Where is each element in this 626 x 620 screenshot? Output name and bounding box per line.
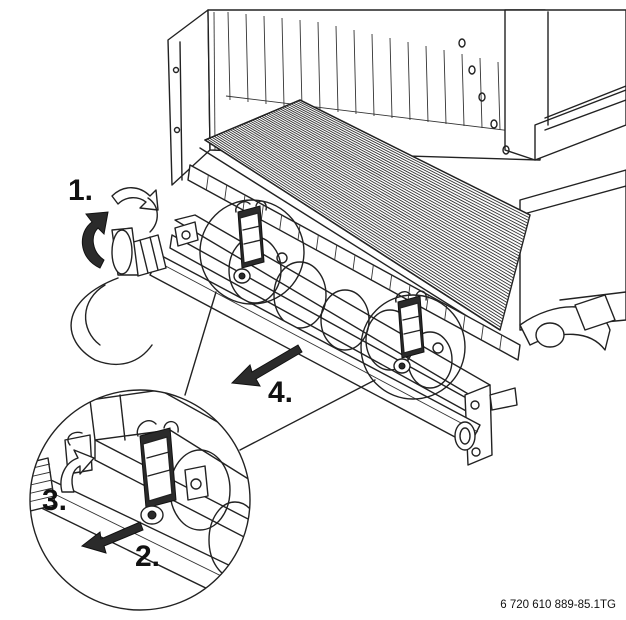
grille-slat xyxy=(263,114,519,260)
grille-slat xyxy=(288,104,527,230)
grille-slat xyxy=(236,126,511,293)
grille-slat xyxy=(272,111,522,249)
grille-slat xyxy=(240,124,512,287)
grille-slat xyxy=(209,137,502,325)
grille-slat xyxy=(211,136,503,323)
grille-slat xyxy=(268,112,521,254)
grille-slat xyxy=(254,118,516,271)
grille-slat xyxy=(222,131,506,309)
detail-highlight-circles xyxy=(184,199,466,451)
grille-slat xyxy=(229,129,509,301)
grille-slat xyxy=(281,107,525,238)
grille-slat xyxy=(265,113,520,257)
grille-slat xyxy=(207,138,501,328)
lip-tick xyxy=(389,274,393,291)
lip-tick xyxy=(224,184,228,201)
grille-slat xyxy=(277,109,524,243)
grille-slat xyxy=(290,103,528,227)
figure-reference-code: 6 720 610 889-85.1TG xyxy=(500,599,616,611)
grille-slat xyxy=(238,125,511,290)
step-4-arrow xyxy=(230,344,303,387)
grille-slat xyxy=(225,131,507,306)
grille-slat xyxy=(256,117,517,268)
retaining-clip-right xyxy=(393,290,444,374)
step-3-label: 3. xyxy=(42,484,67,517)
lip-tick xyxy=(315,234,319,251)
heat-exchanger-grille xyxy=(187,99,531,361)
grille-slat xyxy=(297,100,530,219)
step-1-rotation xyxy=(70,187,159,366)
step-1-label: 1. xyxy=(68,174,93,207)
lip-tick xyxy=(279,214,283,231)
step-4-label: 4. xyxy=(268,376,293,409)
grille-slat xyxy=(293,102,529,224)
lip-tick xyxy=(242,194,246,211)
grille-slat xyxy=(231,128,509,298)
lip-tick xyxy=(260,204,264,221)
gas-pipe xyxy=(111,221,481,451)
cabinet-holes xyxy=(458,38,510,155)
magnified-detail xyxy=(29,389,251,611)
grille-slat xyxy=(270,111,521,251)
lip-tick xyxy=(334,244,338,261)
grille-slat xyxy=(243,123,513,284)
grille-slat xyxy=(286,105,526,232)
grille-slat xyxy=(274,110,523,246)
back-panel-fins xyxy=(213,11,521,151)
grille-slat xyxy=(218,133,505,314)
grille-slat xyxy=(250,120,515,276)
grille-slat xyxy=(261,115,519,262)
grille-slat xyxy=(295,101,529,221)
grille-slat xyxy=(234,127,510,295)
boiler-chamber xyxy=(167,9,626,331)
grille-slat xyxy=(213,135,504,320)
retaining-clip-left xyxy=(233,200,288,284)
grille-slat xyxy=(283,106,526,235)
lip-tick xyxy=(499,334,503,351)
lip-tick xyxy=(297,224,301,241)
lip-tick xyxy=(205,174,209,191)
step-2-label: 2. xyxy=(135,540,160,573)
grille-slat xyxy=(279,108,524,241)
lip-tick xyxy=(462,314,466,331)
grille-slat xyxy=(227,130,508,304)
grille-slat xyxy=(252,119,516,273)
grille-slat xyxy=(259,116,518,265)
grille-slat xyxy=(220,132,506,312)
grille-slat xyxy=(247,121,514,279)
lip-tick xyxy=(480,324,484,341)
grille-slat xyxy=(216,134,504,317)
grille-slat xyxy=(245,122,514,282)
lip-tick xyxy=(370,264,374,281)
lip-tick xyxy=(352,254,356,271)
